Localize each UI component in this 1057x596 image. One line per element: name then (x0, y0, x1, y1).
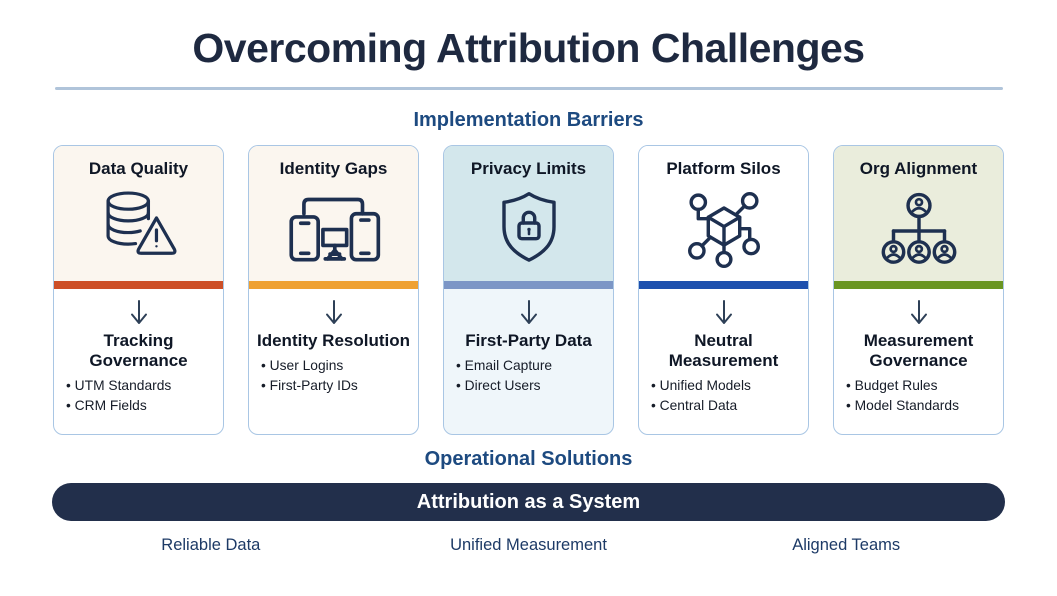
accent-bar (54, 281, 223, 289)
down-arrow-icon (711, 298, 737, 328)
solution-bullets: User Logins First-Party IDs (249, 356, 358, 396)
card-bottom: Tracking Governance UTM Standards CRM Fi… (54, 289, 223, 434)
down-arrow-icon (516, 298, 542, 328)
card-platform-silos: Platform Silos (638, 145, 809, 435)
accent-bar (249, 281, 418, 289)
card-top: Identity Gaps (249, 146, 418, 281)
solution-title: First-Party Data (465, 331, 592, 350)
database-warning-icon (96, 179, 182, 281)
bullet-item: CRM Fields (66, 396, 171, 416)
card-top: Privacy Limits (444, 146, 613, 281)
card-top: Org Alignment (834, 146, 1003, 281)
card-top: Platform Silos (639, 146, 808, 281)
network-cube-icon (683, 179, 765, 281)
card-identity-gaps: Identity Gaps (248, 145, 419, 435)
down-arrow-icon (906, 298, 932, 328)
card-org-alignment: Org Alignment (833, 145, 1004, 435)
card-bottom: Neutral Measurement Unified Models Centr… (639, 289, 808, 434)
card-bottom: First-Party Data Email Capture Direct Us… (444, 289, 613, 434)
shield-lock-icon (494, 179, 564, 281)
accent-bar (834, 281, 1003, 289)
solution-bullets: UTM Standards CRM Fields (54, 376, 172, 416)
section-label-solutions: Operational Solutions (424, 448, 633, 470)
page-title: Overcoming Attribution Challenges (192, 25, 865, 71)
solution-bullets: Budget Rules Model Standards (834, 376, 959, 416)
solution-bullets: Unified Models Central Data (639, 376, 751, 416)
bullet-item: Direct Users (456, 376, 552, 396)
footer-label-aligned-teams: Aligned Teams (792, 536, 901, 554)
card-bottom: Measurement Governance Budget Rules Mode… (834, 289, 1003, 434)
down-arrow-icon (126, 298, 152, 328)
bullet-item: Unified Models (651, 376, 751, 396)
card-privacy-limits: Privacy Limits (443, 145, 614, 435)
solution-title: Measurement Governance (863, 331, 974, 371)
card-top: Data Quality (54, 146, 223, 281)
card-title: Privacy Limits (470, 159, 587, 178)
card-title: Identity Gaps (279, 159, 388, 178)
title-divider (54, 87, 1003, 90)
card-title: Org Alignment (859, 159, 978, 178)
bullet-item: User Logins (261, 356, 358, 376)
barrier-cards-row: Data Quality (0, 145, 1057, 435)
bullet-item: UTM Standards (66, 376, 172, 396)
card-title: Platform Silos (666, 159, 781, 178)
card-title: Data Quality (88, 159, 189, 178)
section-label-barriers: Implementation Barriers (413, 109, 644, 131)
org-chart-icon (871, 179, 967, 281)
bullet-item: Central Data (651, 396, 751, 416)
bullet-item: Budget Rules (846, 376, 959, 396)
card-data-quality: Data Quality (53, 145, 224, 435)
solution-bullets: Email Capture Direct Users (444, 356, 552, 396)
footer-label-unified-measurement: Unified Measurement (450, 536, 607, 554)
accent-bar (444, 281, 613, 289)
attribution-system-banner: Attribution as a System (52, 483, 1005, 521)
down-arrow-icon (321, 298, 347, 328)
solution-title: Neutral Measurement (668, 331, 779, 371)
bullet-item: First-Party IDs (261, 376, 358, 396)
card-bottom: Identity Resolution User Logins First-Pa… (249, 289, 418, 434)
accent-bar (639, 281, 808, 289)
solution-title: Tracking Governance (89, 331, 188, 371)
footer-labels-row: Reliable Data Unified Measurement Aligne… (52, 536, 1005, 555)
multi-device-icon (282, 179, 386, 281)
bullet-item: Email Capture (456, 356, 552, 376)
solution-title: Identity Resolution (257, 331, 410, 350)
footer-label-reliable-data: Reliable Data (161, 536, 261, 554)
bullet-item: Model Standards (846, 396, 959, 416)
